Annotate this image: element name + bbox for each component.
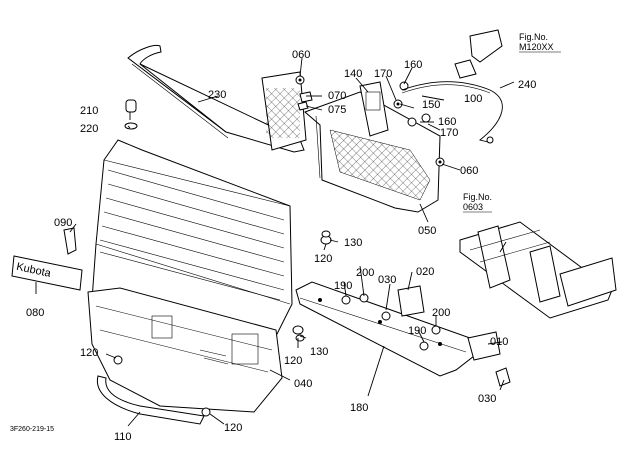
cable-part bbox=[401, 29, 503, 144]
callout-190: 190 bbox=[408, 325, 426, 337]
callout-030: 030 bbox=[378, 274, 396, 286]
callout-120: 120 bbox=[80, 347, 98, 359]
callout-230: 230 bbox=[208, 89, 226, 101]
leader-lines bbox=[35, 57, 515, 427]
emblem-clip-part bbox=[63, 227, 77, 255]
callout-060: 060 bbox=[292, 49, 310, 61]
figure-ref-0603: Fig.No. 0603 bbox=[463, 192, 492, 213]
callout-060: 060 bbox=[460, 165, 478, 177]
frame-rails-part bbox=[459, 221, 617, 319]
kubota-emblem-part: Kubota bbox=[11, 255, 83, 291]
callout-190: 190 bbox=[334, 280, 352, 292]
figure-ref-m120xx: Fig.No. M120XX bbox=[519, 32, 561, 53]
callout-200: 200 bbox=[432, 307, 450, 319]
callout-070: 070 bbox=[328, 90, 346, 102]
fig-ref-label: Fig.No. bbox=[463, 192, 492, 202]
callout-240: 240 bbox=[518, 79, 536, 91]
callout-210: 210 bbox=[80, 105, 98, 117]
callout-080: 080 bbox=[26, 307, 44, 319]
callout-030: 030 bbox=[478, 393, 496, 405]
callout-200: 200 bbox=[356, 267, 374, 279]
callout-050: 050 bbox=[418, 225, 436, 237]
callout-040: 040 bbox=[294, 378, 312, 390]
callout-130: 130 bbox=[310, 346, 328, 358]
knob-part bbox=[124, 99, 138, 130]
fig-ref-number: M120XX bbox=[519, 42, 554, 52]
callout-170: 170 bbox=[440, 127, 458, 139]
handle-bar-part bbox=[96, 355, 211, 425]
front-grille-part bbox=[87, 139, 293, 413]
callout-150: 150 bbox=[422, 99, 440, 111]
callout-020: 020 bbox=[416, 266, 434, 278]
mount-brackets-part bbox=[341, 285, 511, 387]
callout-120: 120 bbox=[284, 355, 302, 367]
fig-ref-label: Fig.No. bbox=[519, 32, 548, 42]
callout-010: 010 bbox=[490, 336, 508, 348]
callout-120: 120 bbox=[224, 422, 242, 434]
lower-bracket-part bbox=[295, 281, 475, 377]
side-panel-left bbox=[261, 71, 307, 151]
callout-160: 160 bbox=[438, 116, 456, 128]
drawing-code: 3F260-219-15 bbox=[10, 426, 54, 433]
callout-100: 100 bbox=[464, 93, 482, 105]
callout-220: 220 bbox=[80, 123, 98, 135]
callout-120: 120 bbox=[314, 253, 332, 265]
callout-180: 180 bbox=[350, 402, 368, 414]
callout-075: 075 bbox=[328, 104, 346, 116]
callout-160: 160 bbox=[404, 59, 422, 71]
fig-ref-number: 0603 bbox=[463, 202, 483, 212]
callout-130: 130 bbox=[344, 237, 362, 249]
callout-110: 110 bbox=[114, 431, 132, 443]
callout-170: 170 bbox=[374, 68, 392, 80]
rear-screen-part bbox=[304, 91, 441, 213]
callout-140: 140 bbox=[344, 68, 362, 80]
callout-090: 090 bbox=[54, 217, 72, 229]
callout-labels: 010 020 030 030 040 050 060 060 070 075 … bbox=[26, 49, 536, 443]
latch-bracket-part bbox=[359, 81, 431, 137]
